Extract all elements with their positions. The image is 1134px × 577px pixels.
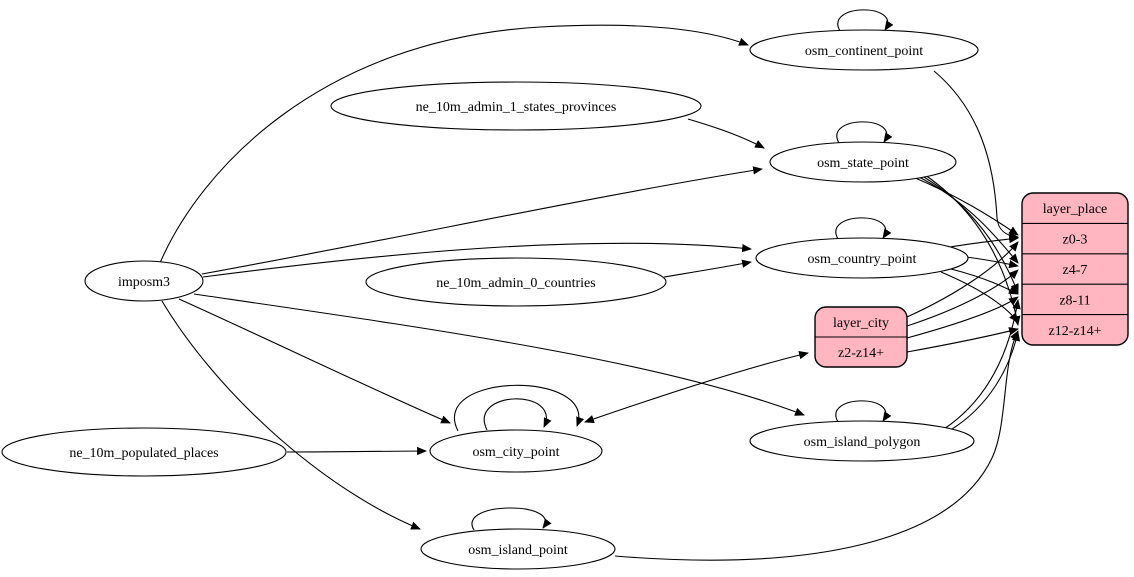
node-ne_10m_admin_0_countries: ne_10m_admin_0_countries bbox=[365, 257, 667, 307]
layer_city-row-z2-z14+: z2-z14+ bbox=[838, 346, 884, 361]
edge-osm_country_point-to-layer_place:z0-3 bbox=[949, 234, 1019, 248]
layer_place-row-z4-7: z4-7 bbox=[1063, 263, 1088, 278]
edge-layer_city-to-layer_place:z8-11 bbox=[906, 296, 1019, 339]
edge-osm_city_point-to-layer_city:z2-z14+ bbox=[584, 351, 809, 424]
node-osm_state_point: osm_state_point bbox=[769, 141, 957, 183]
osm_continent_point-label: osm_continent_point bbox=[805, 44, 923, 59]
imposm3-label: imposm3 bbox=[118, 275, 170, 290]
ne_10m_admin_1_states_provinces-shape bbox=[330, 81, 702, 131]
osm_island_point-label: osm_island_point bbox=[468, 543, 568, 558]
edge-osm_country_point-to-layer_place:z4-7 bbox=[965, 256, 1019, 269]
node-osm_continent_point: osm_continent_point bbox=[749, 29, 979, 71]
edge-imposm3-to-osm_city_point bbox=[178, 298, 451, 424]
ne_10m_populated_places-label: ne_10m_populated_places bbox=[69, 446, 218, 461]
layer_city-row-layer_city: layer_city bbox=[833, 316, 889, 331]
osm_island_polygon-shape bbox=[749, 420, 975, 462]
node-osm_island_polygon: osm_island_polygon bbox=[749, 420, 975, 462]
edge-imposm3-to-osm_country_point bbox=[202, 242, 752, 278]
edge-ne_10m_admin_0_countries-to-osm_country_point bbox=[663, 259, 752, 278]
osm_country_point-label: osm_country_point bbox=[808, 252, 917, 267]
osm_state_point-label: osm_state_point bbox=[817, 156, 909, 171]
node-ne_10m_admin_1_states_provinces: ne_10m_admin_1_states_provinces bbox=[330, 81, 702, 131]
edge-osm_state_point-to-osm_state_point bbox=[836, 121, 893, 144]
edge-osm_island_polygon-to-layer_place:z8-11 bbox=[943, 299, 1021, 430]
layer_place-row-layer_place: layer_place bbox=[1043, 202, 1108, 217]
edge-osm_city_point-to-osm_city_point bbox=[454, 384, 585, 432]
edge-osm_island_polygon-to-osm_island_polygon bbox=[835, 400, 892, 423]
node-imposm3: imposm3 bbox=[84, 260, 204, 302]
edge-ne_10m_populated_places-to-osm_city_point bbox=[286, 446, 427, 456]
layer_place-row-z8-11: z8-11 bbox=[1059, 293, 1090, 308]
layer_place-row-z0-3: z0-3 bbox=[1063, 233, 1088, 248]
edge-osm_island_point-to-osm_island_point bbox=[471, 507, 552, 531]
edge-layer_city-to-layer_place:z4-7 bbox=[906, 269, 1019, 327]
ne_10m_admin_0_countries-shape bbox=[365, 257, 667, 307]
edge-osm_continent_point-to-layer_place:z0-3 bbox=[933, 70, 1019, 241]
edge-osm_country_point-to-osm_country_point bbox=[835, 217, 892, 240]
edge-imposm3-to-osm_island_point bbox=[161, 300, 421, 530]
layer_place-row-z12-z14+: z12-z14+ bbox=[1049, 324, 1102, 339]
osm_continent_point-shape bbox=[749, 29, 979, 71]
imposm3-shape bbox=[84, 260, 204, 302]
node-osm_island_point: osm_island_point bbox=[420, 528, 616, 570]
node-layer_place: layer_place z0-3 z4-7 z8-11 z12-z14+ bbox=[1021, 192, 1129, 346]
edge-layer_city-to-layer_place:z0-3 bbox=[906, 241, 1019, 318]
ne_10m_admin_1_states_provinces-label: ne_10m_admin_1_states_provinces bbox=[416, 100, 617, 115]
osm_island_polygon-label: osm_island_polygon bbox=[804, 435, 921, 450]
edge-imposm3-to-osm_state_point bbox=[201, 166, 763, 275]
nodes-layer: imposm3 ne_10m_admin_1_states_provincesne… bbox=[1, 29, 1129, 570]
ne_10m_admin_0_countries-label: ne_10m_admin_0_countries bbox=[436, 276, 595, 291]
layer_place-shape bbox=[1021, 192, 1129, 346]
osm_city_point-shape bbox=[429, 429, 603, 473]
ne_10m_populated_places-shape bbox=[1, 427, 287, 477]
edges-layer bbox=[159, 9, 1021, 561]
node-layer_city: layer_city z2-z14+ bbox=[814, 306, 908, 368]
edge-osm_city_point-to-osm_city_point bbox=[483, 398, 552, 431]
node-osm_country_point: osm_country_point bbox=[755, 237, 969, 279]
node-ne_10m_populated_places: ne_10m_populated_places bbox=[1, 427, 287, 477]
edge-layer_city-to-layer_place:z12-z14+ bbox=[906, 327, 1019, 353]
node-osm_city_point: osm_city_point bbox=[429, 429, 603, 473]
osm_city_point-label: osm_city_point bbox=[472, 445, 559, 460]
osm_state_point-shape bbox=[769, 141, 957, 183]
edge-osm_state_point-to-layer_place:z0-3 bbox=[912, 176, 1019, 236]
edge-osm_island_point-to-layer_place:z12-z14+ bbox=[614, 330, 1019, 561]
edge-osm_continent_point-to-osm_continent_point bbox=[837, 9, 894, 32]
edge-osm_state_point-to-layer_place:z8-11 bbox=[916, 172, 1019, 294]
osm_country_point-shape bbox=[755, 237, 969, 279]
edge-osm_country_point-to-layer_place:z8-11 bbox=[950, 268, 1019, 295]
edge-imposm3-to-osm_island_polygon bbox=[193, 293, 805, 416]
edge-ne_10m_admin_1_states_provinces-to-osm_state_point bbox=[687, 118, 765, 149]
osm_island_point-shape bbox=[420, 528, 616, 570]
edge-osm_state_point-to-layer_place:z4-7 bbox=[914, 174, 1019, 264]
edge-osm_island_polygon-to-layer_place:z12-z14+ bbox=[948, 331, 1021, 432]
edge-imposm3-to-osm_continent_point bbox=[159, 24, 749, 264]
